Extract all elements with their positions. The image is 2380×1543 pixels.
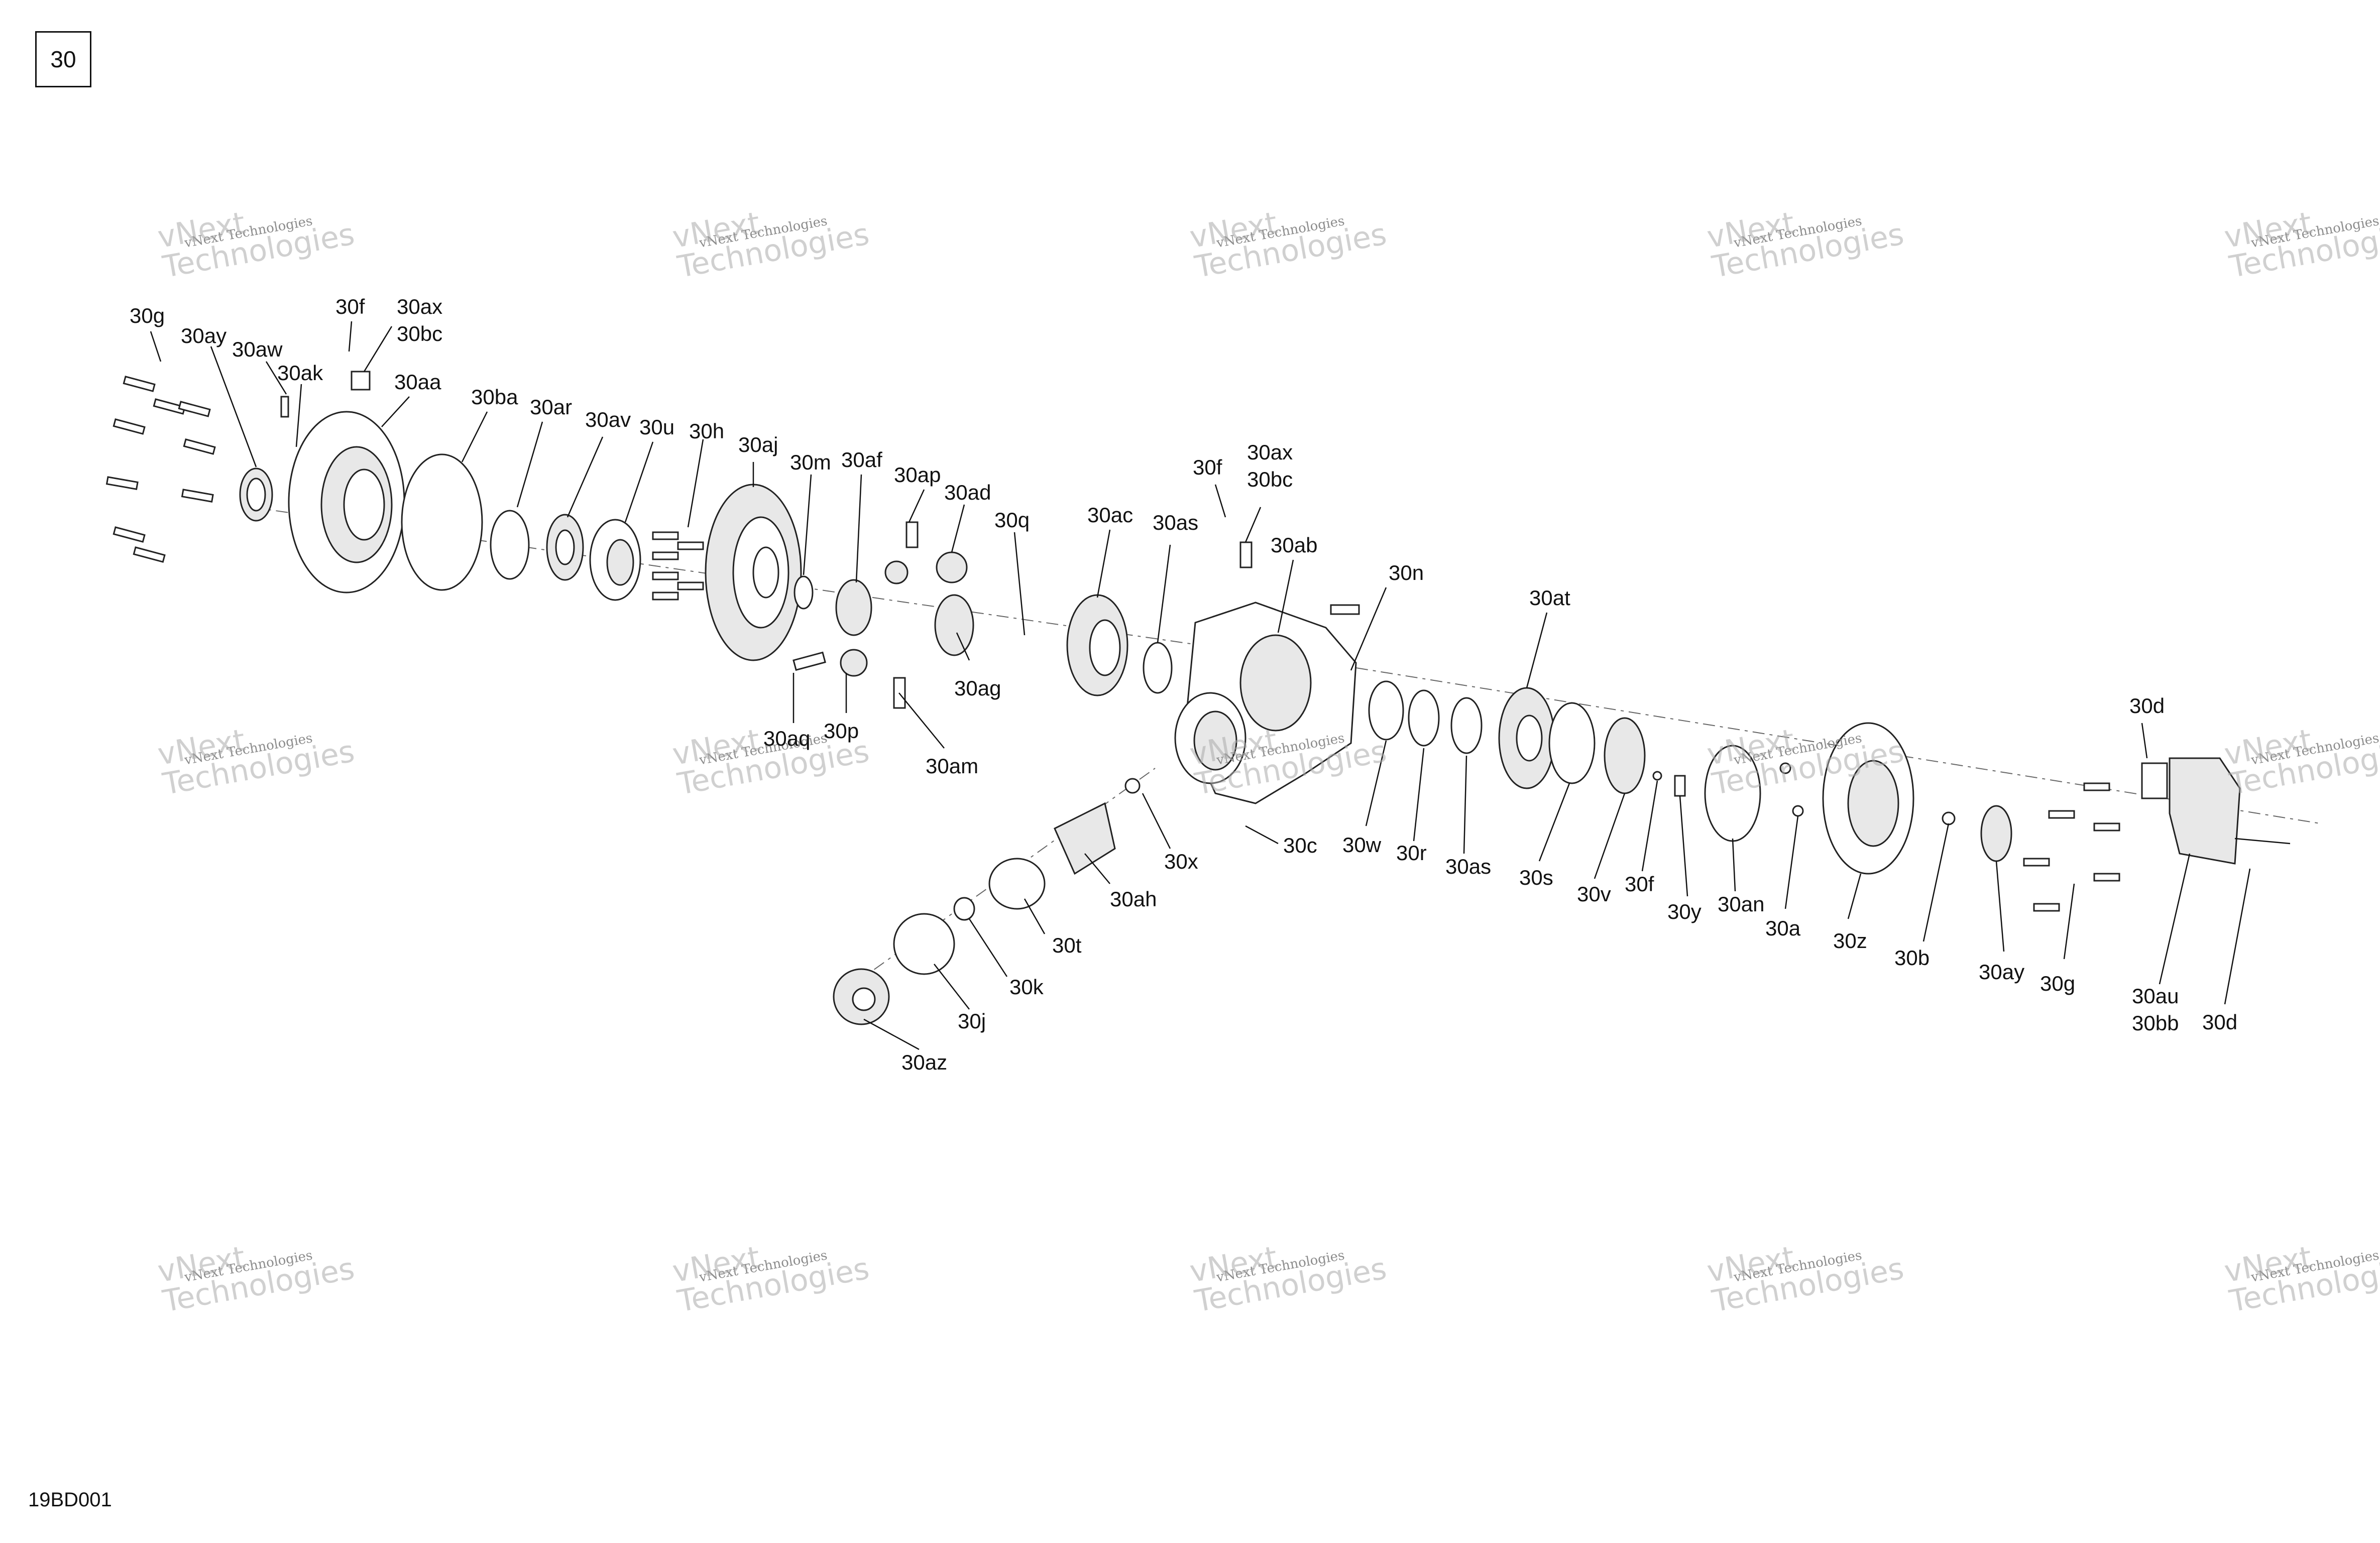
main-housing: [1174, 541, 1360, 804]
page-number-box: 30: [35, 31, 91, 87]
part-callout[interactable]: 30ba: [471, 385, 518, 409]
actuator: [2141, 757, 2291, 865]
part-callout[interactable]: 30f: [1193, 455, 1222, 479]
part-callout[interactable]: 30z: [1833, 929, 1867, 953]
part-callout[interactable]: 30am: [926, 754, 979, 778]
part-callout[interactable]: 30p: [824, 719, 859, 743]
part-callout[interactable]: 30aq: [763, 727, 811, 750]
part-callout[interactable]: 30y: [1667, 900, 1702, 923]
part-callout[interactable]: 30g: [130, 304, 165, 327]
part-callout[interactable]: 30j: [958, 1009, 986, 1033]
figure-code: 19BD001: [28, 1489, 112, 1511]
part-callout[interactable]: 30v: [1577, 882, 1611, 906]
part-callout[interactable]: 30m: [790, 450, 831, 474]
bolt-group-left: [105, 376, 216, 563]
part-callout[interactable]: 30u: [639, 415, 675, 439]
part-callout[interactable]: 30d: [2202, 1010, 2238, 1034]
part-callout[interactable]: 30d: [2129, 694, 2165, 718]
part-callout[interactable]: 30aw: [232, 337, 283, 361]
part-callout[interactable]: 30b: [1894, 946, 1930, 970]
part-callout[interactable]: 30q: [994, 508, 1030, 532]
part-callout[interactable]: 30h: [689, 419, 725, 443]
part-callout[interactable]: 30aj: [738, 433, 778, 456]
leader-lines: [150, 321, 2251, 1050]
part-callout[interactable]: 30g: [2040, 972, 2076, 995]
bolt-group-right: [2023, 782, 2120, 912]
part-callout[interactable]: 30aa: [394, 370, 441, 394]
pinion-shaft: [1054, 802, 1116, 875]
part-callout[interactable]: 30r: [1396, 841, 1427, 865]
part-callout[interactable]: 30n: [1389, 561, 1424, 584]
part-callout[interactable]: 30ak: [277, 361, 323, 385]
part-callout[interactable]: 30ar: [530, 395, 573, 419]
part-callout[interactable]: 30f: [1625, 872, 1654, 896]
bolt-group-30h: [652, 531, 704, 601]
part-callout[interactable]: 30t: [1052, 933, 1082, 957]
part-callout[interactable]: 30ag: [954, 676, 1001, 700]
part-callout[interactable]: 30ay: [1979, 960, 2025, 984]
part-callout[interactable]: 30av: [585, 408, 631, 431]
part-callout[interactable]: 30ah: [1110, 887, 1157, 911]
part-callout[interactable]: 30s: [1519, 866, 1553, 889]
part-callout[interactable]: 30a: [1765, 916, 1801, 940]
part-callout[interactable]: 30ab: [1271, 533, 1318, 557]
part-callout[interactable]: 30f: [335, 295, 365, 318]
part-callout[interactable]: 30at: [1529, 586, 1570, 610]
part-callout[interactable]: 30x: [1164, 850, 1198, 873]
part-callout[interactable]: 30ay: [181, 324, 227, 347]
part-callout[interactable]: 30w: [1342, 833, 1382, 857]
part-callout[interactable]: 30af: [841, 448, 882, 471]
part-callout[interactable]: 30as: [1445, 855, 1492, 878]
page-number: 30: [50, 46, 76, 72]
o-ring-large: [401, 453, 483, 591]
part-callout[interactable]: 30c: [1283, 834, 1317, 857]
part-callout[interactable]: 30as: [1153, 511, 1199, 534]
cover-left: [280, 371, 405, 594]
part-callout[interactable]: 30ac: [1087, 503, 1134, 527]
part-callout[interactable]: 30an: [1718, 892, 1765, 916]
part-callout[interactable]: 30ap: [894, 463, 941, 487]
part-callout[interactable]: 30ad: [944, 481, 991, 504]
part-callout[interactable]: 30az: [901, 1050, 948, 1074]
part-callout[interactable]: 30k: [1009, 975, 1044, 999]
